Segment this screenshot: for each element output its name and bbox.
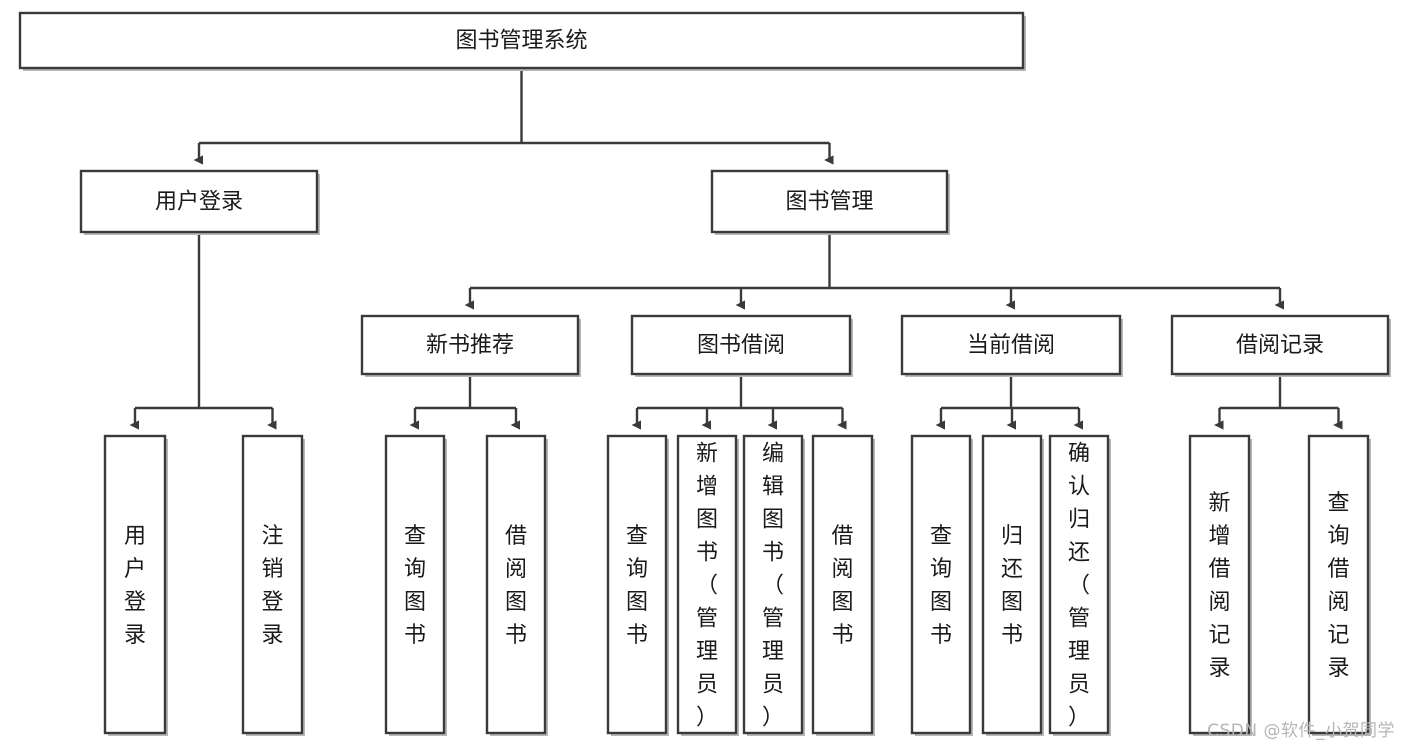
connector-group-borrow [631,374,847,430]
node-label: 编辑图书（管理员） [762,442,784,731]
node-leaf-newbook-query[interactable]: 查询图书 [384,434,447,736]
node-label: 注销登录 [261,524,283,648]
node-box[interactable] [18,11,1025,70]
node-label: 查询图书 [930,524,952,648]
node-label: 借阅记录 [1236,333,1324,358]
node-box[interactable] [910,434,972,735]
connector-group-login [129,232,277,430]
node-label: 图书借阅 [697,333,785,358]
node-newbook[interactable]: 新书推荐 [360,314,581,377]
node-leaf-record-query[interactable]: 查询借阅记录 [1307,434,1371,736]
node-box[interactable] [676,434,738,735]
connector-group-root [193,68,834,165]
connector-group-newbook [409,374,520,430]
node-label: 新书推荐 [426,333,514,358]
node-box[interactable] [811,434,874,735]
node-label: 新增图书（管理员） [696,442,718,731]
node-leaf-borrow-query[interactable]: 查询图书 [606,434,669,736]
node-box[interactable] [384,434,446,735]
connector-group-record [1214,374,1343,430]
node-login[interactable]: 用户登录 [79,169,320,235]
node-box[interactable] [606,434,668,735]
node-leaf-current-confirm[interactable]: 确认归还（管理员） [1048,434,1111,736]
node-label: 查询借阅记录 [1327,491,1349,681]
node-leaf-current-return[interactable]: 归还图书 [981,434,1044,736]
node-leaf-borrow-lend[interactable]: 借阅图书 [811,434,875,736]
node-box[interactable] [1188,434,1251,735]
node-bookmgmt[interactable]: 图书管理 [710,169,950,235]
node-layer: 图书管理系统用户登录图书管理新书推荐图书借阅当前借阅借阅记录用户登录注销登录查询… [18,11,1391,736]
node-box[interactable] [1170,314,1390,376]
node-leaf-borrow-add[interactable]: 新增图书（管理员） [676,434,739,736]
node-box[interactable] [900,314,1122,376]
node-label: 查询图书 [626,524,648,648]
node-label: 新增借阅记录 [1208,491,1230,681]
connector-group-current [935,374,1083,430]
node-borrow[interactable]: 图书借阅 [630,314,853,377]
node-box[interactable] [981,434,1043,735]
node-leaf-borrow-edit[interactable]: 编辑图书（管理员） [742,434,805,736]
node-label: 借阅图书 [505,524,527,648]
node-current[interactable]: 当前借阅 [900,314,1123,377]
node-box[interactable] [360,314,580,376]
node-label: 用户登录 [124,524,146,648]
connector-layer [129,68,1343,430]
node-record[interactable]: 借阅记录 [1170,314,1391,377]
node-box[interactable] [630,314,852,376]
node-label: 查询图书 [404,524,426,648]
node-leaf-current-query[interactable]: 查询图书 [910,434,973,736]
node-leaf-newbook-borrow[interactable]: 借阅图书 [485,434,548,736]
node-box[interactable] [1048,434,1110,735]
node-leaf-user-login[interactable]: 用户登录 [103,434,168,736]
node-box[interactable] [710,169,949,234]
node-root[interactable]: 图书管理系统 [18,11,1026,71]
csdn-watermark: CSDN @软件_小贺同学 [1207,721,1395,741]
node-leaf-record-add[interactable]: 新增借阅记录 [1188,434,1252,736]
connector-group-bookmgmt [464,232,1284,310]
node-box[interactable] [241,434,304,735]
node-label: 归还图书 [1001,524,1023,648]
node-label: 当前借阅 [967,333,1055,358]
node-leaf-user-logout[interactable]: 注销登录 [241,434,305,736]
node-box[interactable] [742,434,804,735]
node-label: 图书管理 [785,190,873,215]
node-box[interactable] [79,169,319,234]
node-box[interactable] [103,434,167,735]
node-label: 确认归还（管理员） [1068,442,1090,731]
node-box[interactable] [485,434,547,735]
node-label: 图书管理系统 [455,29,587,54]
node-box[interactable] [1307,434,1370,735]
node-label: 借阅图书 [831,524,853,648]
node-label: 用户登录 [155,190,243,215]
